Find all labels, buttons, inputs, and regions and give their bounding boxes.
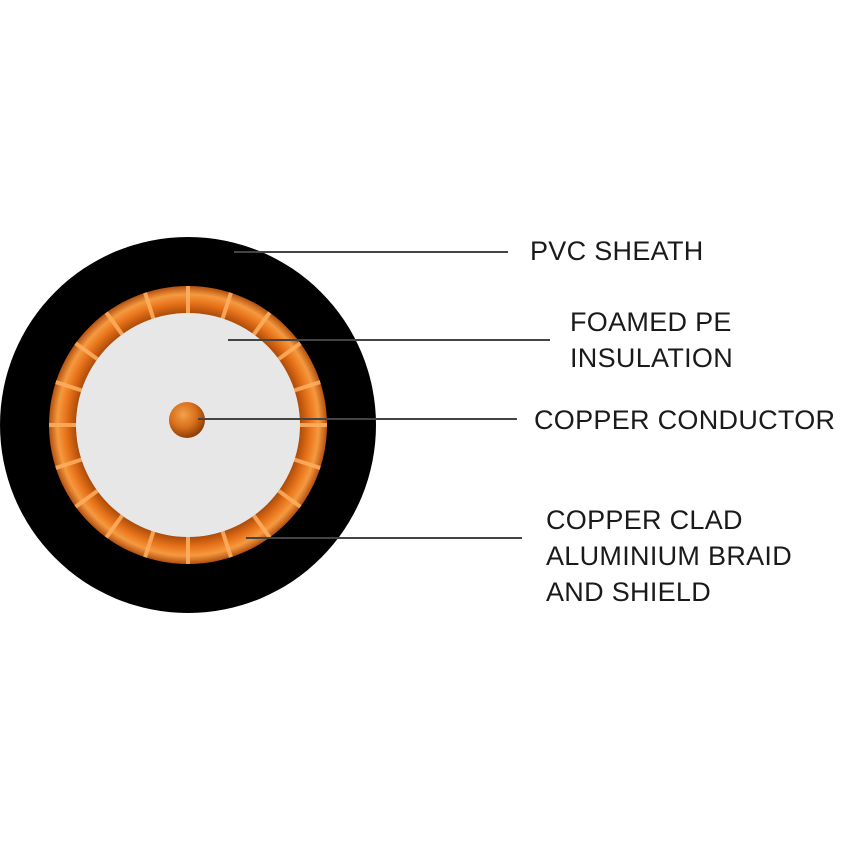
- label-braid-line-3: AND SHIELD: [546, 577, 712, 607]
- label-braid-line-2: ALUMINIUM BRAID: [546, 541, 793, 571]
- braid-strand: [293, 457, 321, 470]
- label-braid-line-1: COPPER CLAD: [546, 505, 743, 535]
- label-braid-shield: COPPER CLAD ALUMINIUM BRAID AND SHIELD: [546, 502, 792, 610]
- braid-strand: [74, 489, 99, 509]
- braid-strand: [143, 292, 156, 320]
- braid-strand: [55, 457, 83, 470]
- label-copper-conductor-text: COPPER CONDUCTOR: [534, 405, 836, 435]
- braid-strand: [277, 341, 302, 361]
- braid-strands: [49, 286, 327, 564]
- braid-strand: [220, 530, 233, 558]
- braid-strand: [143, 530, 156, 558]
- braid-strand: [104, 311, 124, 336]
- braid-strand: [74, 341, 99, 361]
- label-copper-conductor: COPPER CONDUCTOR: [534, 402, 835, 438]
- label-foamed-pe-insulation: FOAMED PE INSULATION: [570, 304, 733, 376]
- braid-strand: [293, 380, 321, 393]
- label-foamed-pe-line-1: FOAMED PE: [570, 307, 732, 337]
- copper-conductor: [169, 402, 205, 438]
- label-foamed-pe-line-2: INSULATION: [570, 343, 734, 373]
- braid-strand: [252, 514, 272, 539]
- label-pvc-sheath-text: PVC SHEATH: [530, 236, 704, 266]
- braid-strand: [55, 380, 83, 393]
- braid-strand: [252, 311, 272, 336]
- braid-strand: [277, 489, 302, 509]
- braid-strand: [220, 292, 233, 320]
- label-pvc-sheath: PVC SHEATH: [530, 233, 704, 269]
- braid-strand: [104, 514, 124, 539]
